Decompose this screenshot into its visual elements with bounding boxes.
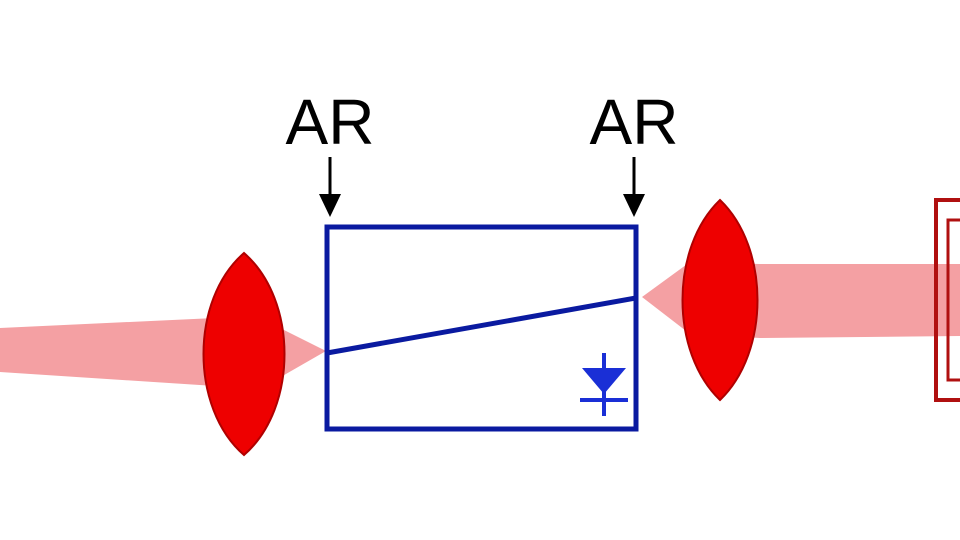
right-lens-icon xyxy=(681,198,759,402)
laser-chip xyxy=(324,224,639,432)
left-arrow-down-icon xyxy=(319,157,341,217)
left-ar-label: AR xyxy=(286,86,375,158)
right-arrow-down-icon xyxy=(623,157,645,217)
left-lens-icon xyxy=(202,251,286,457)
waveguide-line xyxy=(326,295,637,356)
right-ar-label: AR xyxy=(590,86,679,158)
diode-icon xyxy=(580,353,628,416)
fiber-mount xyxy=(934,198,960,402)
